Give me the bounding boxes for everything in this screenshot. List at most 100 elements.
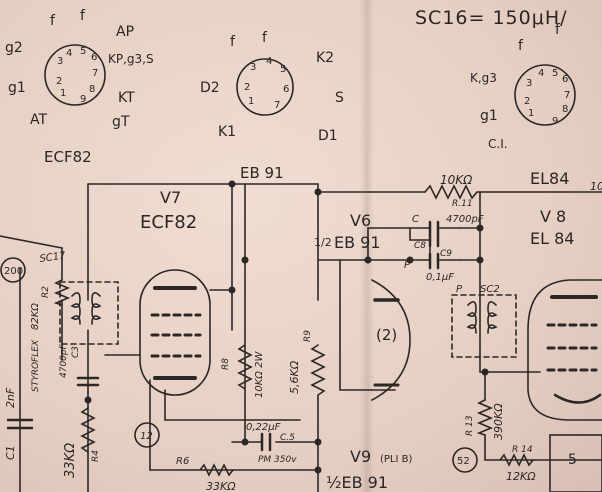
resistor-r6	[199, 463, 234, 477]
junctions	[84, 180, 489, 474]
c3-ref: C3	[71, 346, 81, 358]
capacitor-c9	[428, 252, 440, 270]
c5-ref: C.5	[280, 433, 295, 443]
c1-value: 2nF	[4, 387, 17, 408]
socket-eb91-pins: 1 2 3 4 5 6 7	[244, 56, 289, 111]
coil-sc17-secondary	[91, 292, 102, 325]
junction-dot	[314, 438, 322, 446]
resistor-r8	[237, 344, 253, 390]
c9-value: 0,1μF	[426, 272, 454, 283]
wire-ht-rail	[87, 183, 426, 193]
tube-v6	[371, 279, 411, 401]
socket-ecf82-pins: 1 2 3 4 5 6 7 8 9	[56, 46, 98, 105]
c9-p: P	[404, 260, 411, 271]
wire-v6-diode	[317, 227, 431, 261]
label-f1: f	[518, 38, 524, 54]
coil-sc2-primary	[466, 301, 477, 334]
junction-dot	[314, 188, 322, 196]
pin-5: 5	[80, 46, 86, 57]
pin-5: 5	[280, 64, 286, 75]
r14-value: 12KΩ	[506, 470, 536, 483]
wire-el84-grid	[479, 349, 541, 373]
pin-1: 1	[528, 108, 534, 119]
label-g2: g2	[5, 40, 23, 56]
c1-ref: C1	[4, 445, 17, 460]
pin-6: 6	[91, 52, 97, 63]
pin-2: 2	[244, 82, 250, 93]
capacitor-c3	[76, 376, 100, 387]
testpoint-200-circle	[0, 257, 26, 283]
socket-ecf82-caption: ECF82	[44, 148, 92, 166]
label-d1: D1	[318, 128, 338, 144]
test-points	[0, 257, 602, 492]
label-f2: f	[555, 22, 561, 38]
capacitor-c1	[6, 418, 34, 430]
r9-ref: R9	[303, 330, 313, 342]
junction-dot	[476, 256, 484, 264]
pin-9: 9	[80, 94, 86, 105]
resistor-r13	[476, 399, 494, 441]
pin-1: 1	[248, 96, 254, 107]
junction-dot	[314, 466, 322, 474]
label-at: AT	[30, 112, 47, 128]
r2-ref: R2	[41, 286, 51, 298]
el84-top-label: EL84	[530, 169, 569, 188]
label-f2: f	[80, 8, 86, 24]
tube-v8-cathode	[553, 393, 602, 404]
paper-fold	[360, 0, 374, 492]
c8-value: 4700pF	[446, 214, 484, 225]
resistor-r11	[424, 184, 513, 200]
pin-4: 4	[266, 56, 272, 67]
testpoint-12-circle	[134, 422, 160, 448]
r4-ref: R4	[91, 450, 101, 462]
tube-v7	[139, 269, 211, 396]
tube-v8-envelope	[527, 279, 602, 421]
r14-ref: R 14	[512, 445, 533, 455]
label-f1: f	[230, 34, 236, 50]
el84-socket-box	[549, 434, 602, 492]
label-d2: D2	[200, 80, 220, 96]
marker-52: 52	[457, 456, 470, 467]
pin-2: 2	[524, 96, 530, 107]
v6-type: EB 91	[334, 233, 381, 252]
r13-ref: R 13	[465, 415, 475, 436]
label-k1: K1	[218, 124, 236, 140]
pin-4: 4	[66, 48, 72, 59]
socket-eb91-circle	[236, 58, 294, 116]
marker-pin5: 5	[568, 452, 577, 468]
socket-ecf82-circle	[44, 44, 106, 106]
top-right-value: 10	[590, 180, 602, 193]
junction-dot	[406, 256, 414, 264]
pin-8: 8	[562, 104, 568, 115]
wire-c8-loop	[409, 227, 431, 241]
tube-v8	[527, 279, 602, 421]
v7-type: ECF82	[140, 212, 197, 233]
v9-note: (PLI B)	[380, 454, 412, 465]
socket-el84-labels: f f K,g3 g1 C.I.	[470, 22, 561, 151]
sc2-p: P	[456, 284, 463, 295]
junction-dot	[241, 256, 249, 264]
capacitors	[6, 220, 461, 452]
coil-sc2-can	[451, 294, 517, 358]
c5-rating: PM 350v	[258, 455, 297, 465]
pin-4: 4	[538, 68, 544, 79]
r13-value: 390KΩ	[492, 403, 505, 440]
valve-labels: V7 ECF82 V6 1/2 EB 91 V 8 EL 84 V9 (PLI …	[140, 169, 574, 492]
label-s: S	[335, 90, 344, 106]
r4-value: 33KΩ	[63, 443, 78, 478]
sc17-ref: SC17	[39, 250, 67, 265]
v9-type: ½EB 91	[326, 473, 388, 492]
r8-ref: R8	[221, 358, 231, 370]
capacitor-c8	[428, 220, 440, 248]
v9-ref: V9	[350, 447, 371, 466]
junction-dot	[241, 438, 249, 446]
label-f2: f	[262, 30, 268, 46]
pin-3: 3	[526, 78, 532, 89]
marker-2: (2)	[376, 326, 397, 344]
r8-value: 10KΩ 2W	[254, 351, 265, 398]
c8-ref: C	[412, 214, 419, 225]
tube-v7-envelope	[139, 269, 211, 396]
v8-ref: V 8	[540, 207, 566, 226]
wire-v6-out	[339, 259, 396, 391]
capacitor-c5	[260, 432, 272, 452]
